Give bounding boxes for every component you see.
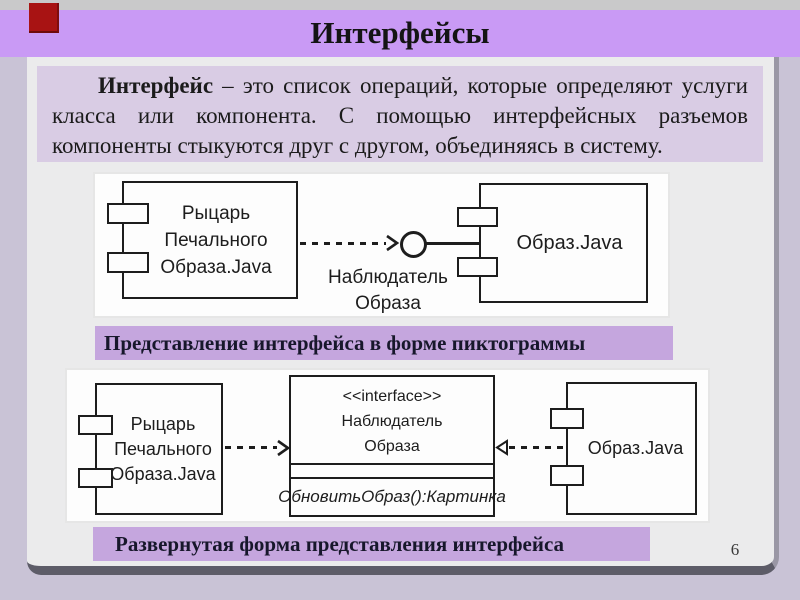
open-arrowhead-icon: [386, 234, 400, 252]
interface-class-name-line: Образа: [364, 438, 420, 455]
component-label: Образ.Java: [516, 231, 623, 254]
definition-term: Интерфейс: [98, 73, 214, 98]
component-box-knight-2: Рыцарь Печального Образа.Java: [95, 383, 223, 515]
component-label-line: Рыцарь: [130, 413, 196, 434]
open-arrowhead-icon: [277, 439, 291, 457]
page-number: 6: [730, 540, 740, 559]
component-port-tab: [107, 252, 149, 273]
component-label-line: Образа.Java: [110, 463, 216, 484]
title-band: [0, 10, 800, 57]
component-box-image-2: Образ.Java: [566, 382, 697, 515]
component-label-line: Печального: [114, 438, 212, 459]
component-label-line: Рыцарь: [181, 202, 251, 224]
interface-name-label: Наблюдатель Образа: [308, 265, 468, 317]
interface-name-line: Образа: [355, 293, 421, 314]
component-label-line: Образа.Java: [160, 256, 272, 278]
open-triangle-arrowhead-icon: [495, 439, 508, 456]
stereotype-label: <<interface>>: [342, 388, 442, 405]
definition-text: – это список операций, которые определяю…: [52, 73, 748, 158]
dependency-dashed-line: [509, 446, 566, 449]
component-port-tab: [457, 257, 498, 277]
component-label: Образ.Java: [587, 438, 684, 458]
component-label-line: Печального: [164, 229, 268, 251]
definition-block: Интерфейс – это список операций, которые…: [37, 66, 763, 162]
component-port-tab: [550, 408, 584, 429]
component-port-tab: [550, 465, 584, 486]
lollipop-interface-icon: [400, 231, 427, 258]
red-square-decoration: [29, 3, 59, 33]
component-port-tab: [107, 203, 149, 224]
component-box-knight: Рыцарь Печального Образа.Java: [122, 181, 298, 299]
operation-label: ОбновитьОбраз():Картинка: [278, 487, 506, 506]
component-box-image: Образ.Java: [479, 183, 648, 303]
interface-class-title: <<interface>> Наблюдатель Образа: [291, 377, 493, 465]
dependency-dashed-line: [225, 446, 277, 449]
interface-class-box: <<interface>> Наблюдатель Образа Обновит…: [278, 375, 506, 517]
interface-connector-line: [425, 242, 479, 245]
attributes-compartment: [291, 465, 493, 479]
component-port-tab: [457, 207, 498, 227]
component-port-tab: [78, 468, 113, 488]
interface-class-name-line: Наблюдатель: [341, 413, 443, 430]
slide-title: Интерфейсы: [310, 15, 490, 50]
caption-expanded: Развернутая форма представления интерфей…: [93, 527, 650, 561]
interface-name-line: Наблюдатель: [328, 267, 448, 288]
top-strip: [0, 0, 800, 10]
caption-pictogram: Представление интерфейса в форме пиктогр…: [95, 326, 673, 360]
dependency-dashed-line: [300, 242, 386, 245]
component-port-tab: [78, 415, 113, 435]
